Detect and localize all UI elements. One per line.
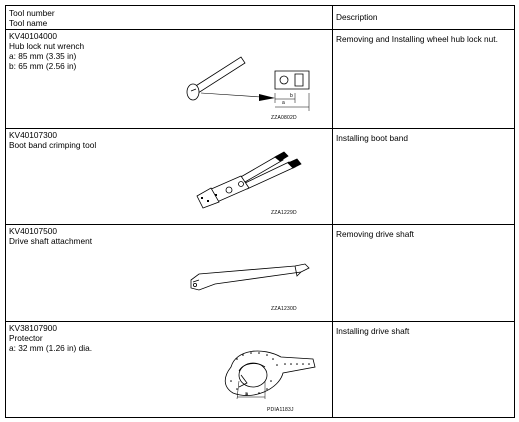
- tool-spec: a: 85 mm (3.35 in): [9, 51, 77, 61]
- table-row: KV40107300 Boot band crimping tool: [5, 128, 515, 225]
- hub-lock-nut-wrench-icon: a b: [186, 56, 310, 111]
- tool-cell: KV38107900 Protector a: 32 mm (1.26 in) …: [5, 321, 333, 418]
- tool-number-header: Tool number: [9, 8, 55, 18]
- tool-name: Drive shaft attachment: [9, 236, 93, 246]
- table-row: KV40104000 Hub lock nut wrench a: 85 mm …: [5, 29, 515, 129]
- dimension-label: b: [290, 93, 293, 99]
- tool-column-header: Tool number Tool name: [5, 5, 333, 30]
- tool-description: Removing and Installing wheel hub lock n…: [336, 34, 498, 44]
- tool-number: KV40104000: [9, 31, 57, 41]
- boot-band-crimping-tool-icon: [196, 151, 302, 209]
- description-cell: Removing and Installing wheel hub lock n…: [332, 29, 515, 129]
- tool-description: Removing drive shaft: [336, 229, 414, 239]
- tool-cell: KV40104000 Hub lock nut wrench a: 85 mm …: [5, 29, 333, 129]
- tool-number: KV38107900: [9, 323, 57, 333]
- description-cell: Installing boot band: [332, 128, 515, 225]
- special-tools-table: Tool number Tool name Description KV4010…: [5, 5, 515, 418]
- tool-description: Installing drive shaft: [336, 326, 410, 336]
- description-cell: Installing drive shaft: [332, 321, 515, 418]
- image-code: ZZA1230D: [271, 306, 297, 312]
- tool-description: Installing boot band: [336, 133, 408, 143]
- tool-name: Protector: [9, 333, 43, 343]
- tool-number: KV40107500: [9, 226, 57, 236]
- tool-name-header: Tool name: [9, 18, 48, 28]
- table-row: KV40107500 Drive shaft attachment ZZA123…: [5, 224, 515, 322]
- image-code: ZZA1229D: [271, 210, 297, 216]
- tool-spec: a: 32 mm (1.26 in) dia.: [9, 343, 93, 353]
- table-header-row: Tool number Tool name Description: [5, 5, 515, 30]
- drive-shaft-attachment-icon: [190, 263, 310, 291]
- tool-name: Hub lock nut wrench: [9, 41, 85, 51]
- image-code: PDIA1183J: [267, 407, 294, 413]
- dimension-label: a: [282, 100, 285, 106]
- description-column-header: Description: [332, 5, 515, 30]
- description-cell: Removing drive shaft: [332, 224, 515, 322]
- tool-spec: b: 65 mm (2.56 in): [9, 61, 77, 71]
- image-code: ZZA0802D: [271, 115, 297, 121]
- table-row: KV38107900 Protector a: 32 mm (1.26 in) …: [5, 321, 515, 418]
- tool-number: KV40107300: [9, 130, 57, 140]
- tool-cell: KV40107300 Boot band crimping tool: [5, 128, 333, 225]
- dimension-label: a: [245, 391, 248, 397]
- tool-name: Boot band crimping tool: [9, 140, 97, 150]
- protector-icon: a: [224, 350, 316, 400]
- tool-cell: KV40107500 Drive shaft attachment ZZA123…: [5, 224, 333, 322]
